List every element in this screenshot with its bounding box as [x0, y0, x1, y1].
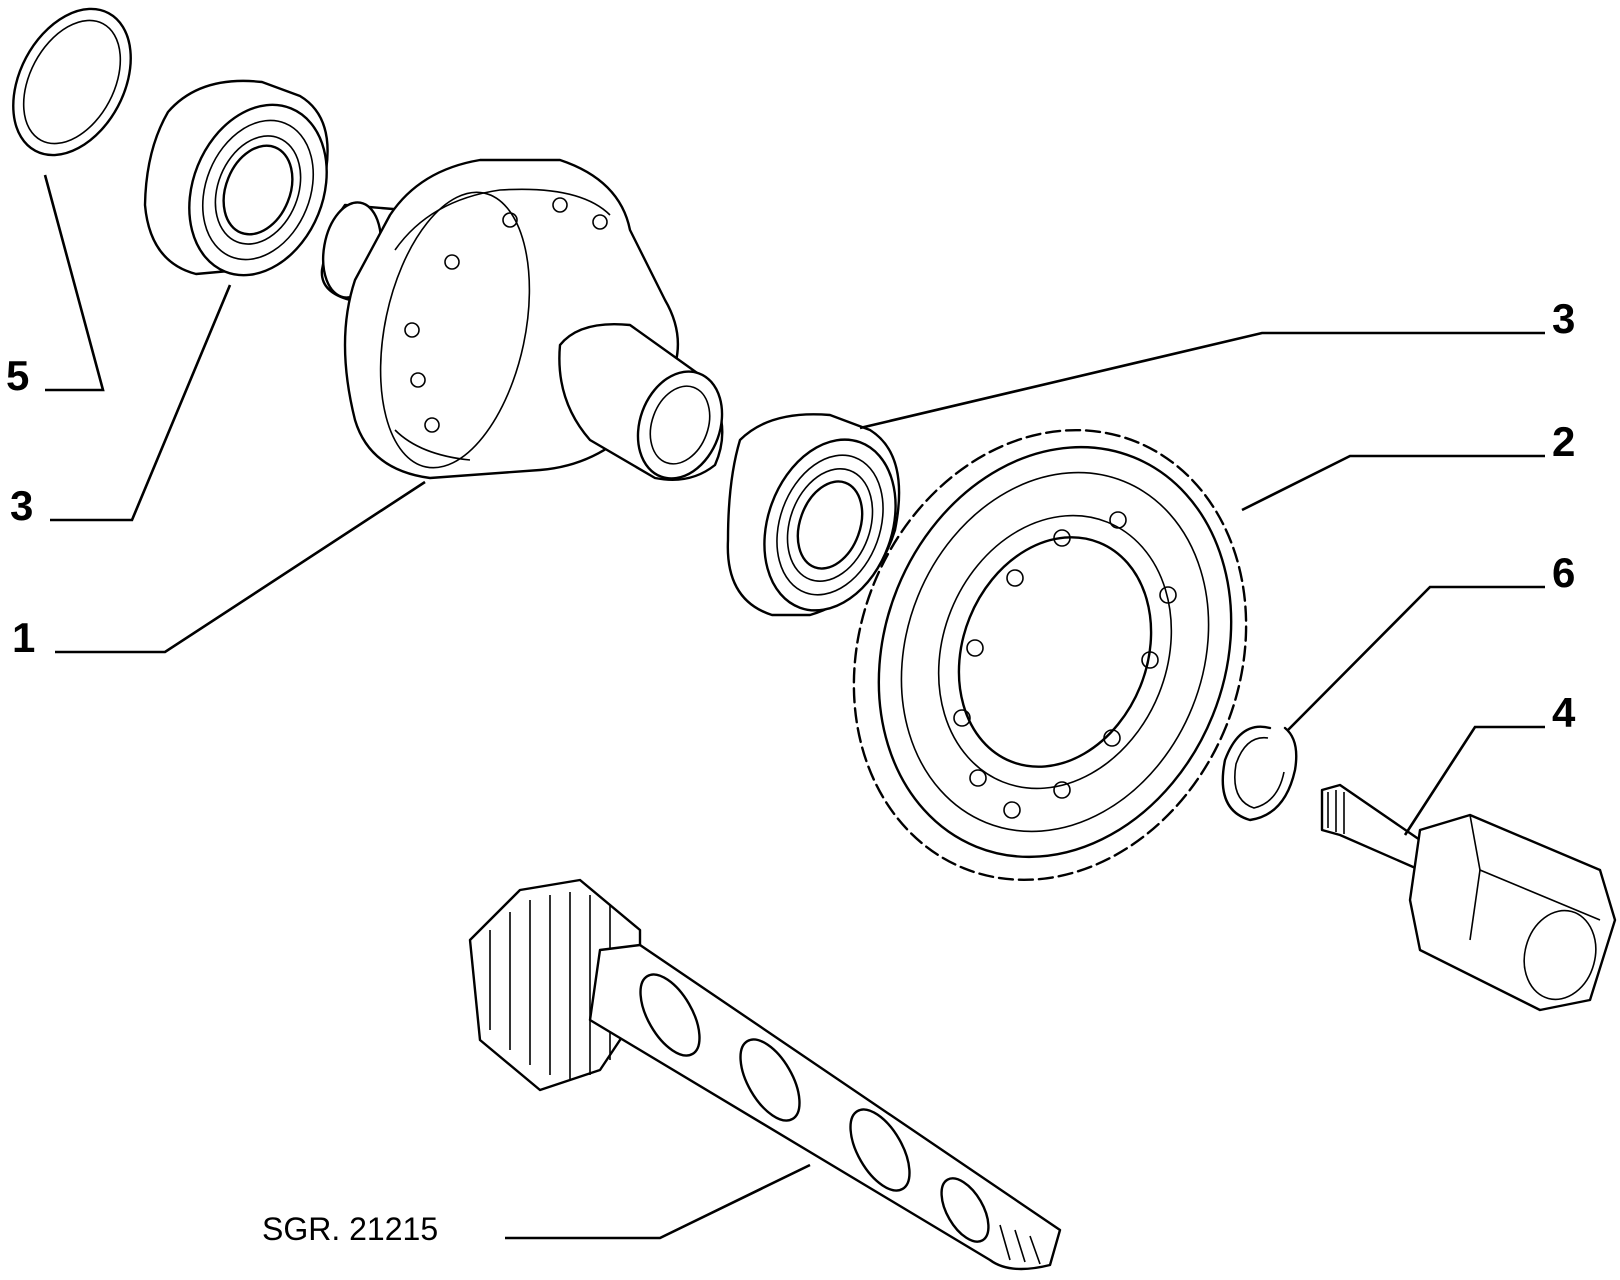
leader-6 [1287, 585, 1545, 731]
leader-1 [55, 480, 426, 654]
leader-3a [50, 284, 232, 522]
callout-2: 2 [1552, 418, 1575, 465]
leader-ref [505, 1163, 811, 1240]
callout-6: 6 [1552, 549, 1575, 596]
pinion-shaft [468, 878, 1062, 1271]
callout-3b: 3 [1552, 295, 1575, 342]
leader-3b [859, 331, 1545, 430]
callout-4: 4 [1552, 689, 1576, 736]
seal-ring [12, 7, 132, 157]
leader-lines [43, 174, 1545, 1240]
differential-housing [320, 158, 724, 481]
leader-5 [43, 174, 105, 392]
callout-1: 1 [12, 614, 35, 661]
left-bearing [143, 79, 329, 277]
callout-3a: 3 [10, 482, 33, 529]
callout-labels: 5 3 1 3 2 6 4 SGR. 21215 [6, 295, 1576, 1247]
leader-4 [1403, 725, 1545, 836]
right-bearing [726, 413, 901, 617]
leader-2 [1241, 454, 1545, 512]
ring-gear [852, 428, 1248, 882]
callout-5: 5 [6, 352, 29, 399]
reference-label: SGR. 21215 [262, 1211, 438, 1247]
output-flange [1320, 783, 1617, 1012]
snap-ring [1221, 725, 1298, 822]
